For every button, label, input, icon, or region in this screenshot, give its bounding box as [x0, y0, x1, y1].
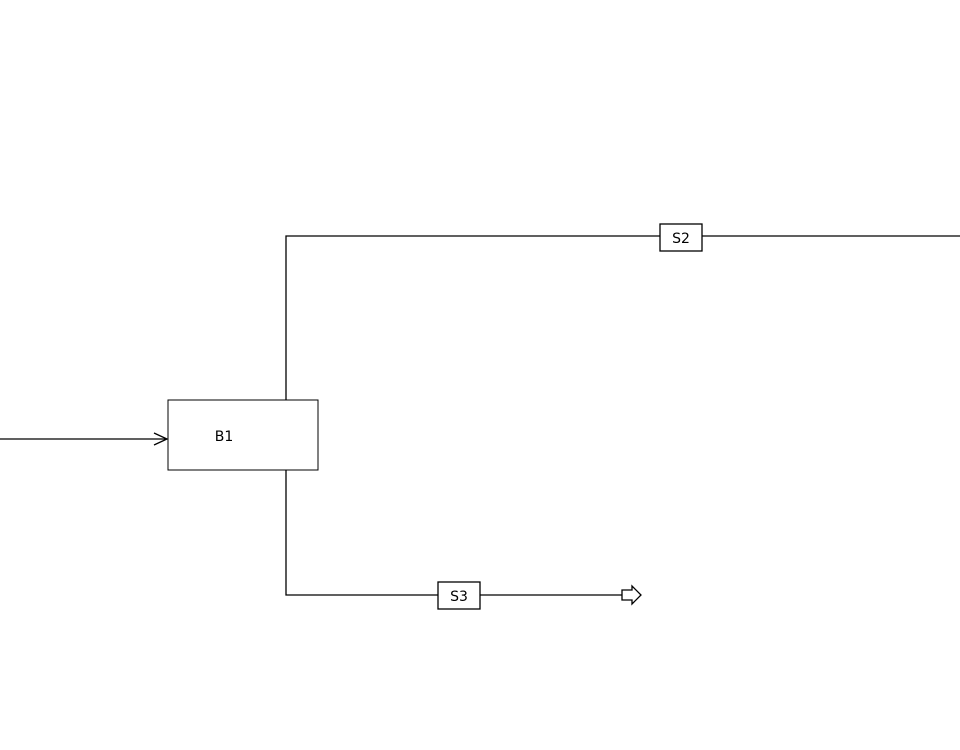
stream-s3-line[interactable] — [285, 470, 622, 596]
stream-s3-label: S3 — [450, 589, 468, 605]
stream-s3-tag[interactable] — [437, 581, 481, 610]
block-b1-box[interactable] — [167, 399, 319, 471]
block-b1-label: B1 — [215, 429, 234, 445]
feed-stream[interactable] — [0, 432, 169, 446]
stream-s2-label: S2 — [672, 231, 690, 247]
product-arrow-icon — [621, 584, 642, 606]
stream-s2-line[interactable] — [285, 235, 960, 400]
feed-arrow-icon — [153, 432, 169, 446]
stream-s3[interactable]: S3 — [285, 470, 642, 610]
stream-s2-tag[interactable] — [659, 223, 703, 252]
block-b1[interactable]: B1 — [167, 399, 319, 471]
stream-s2[interactable]: S2 — [285, 223, 960, 400]
